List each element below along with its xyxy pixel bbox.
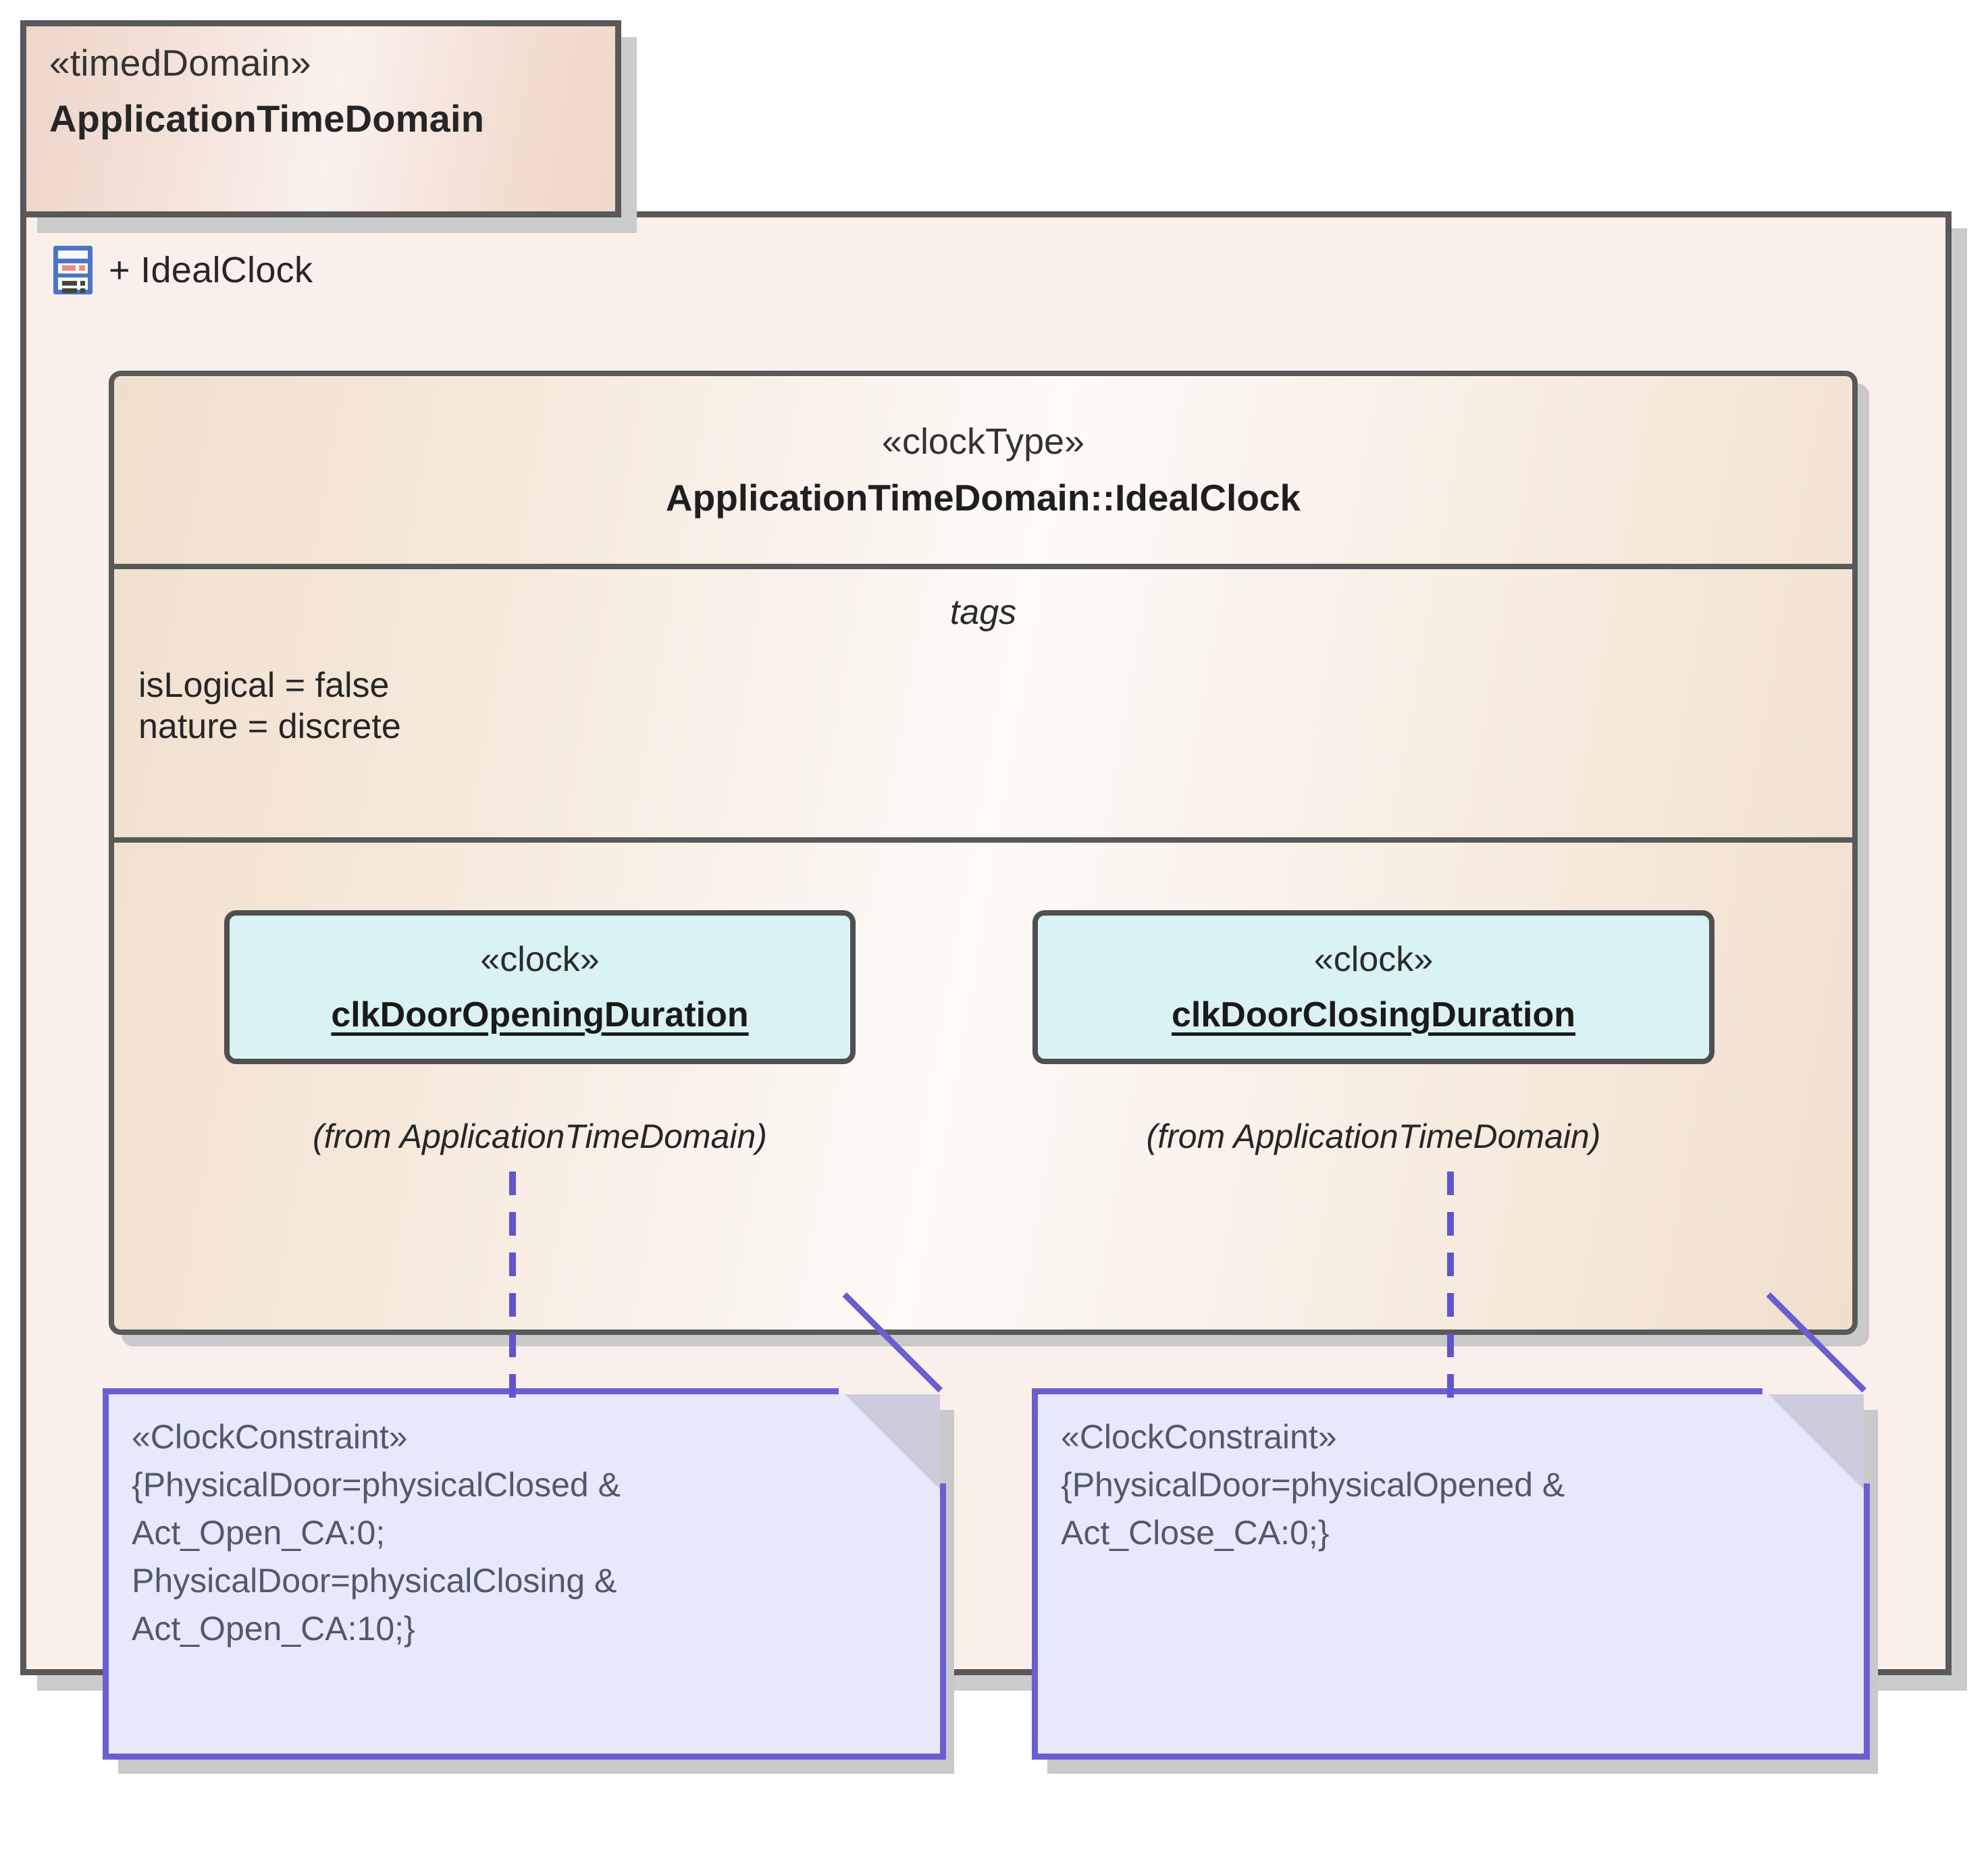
package-member-label: + IdealClock (109, 250, 313, 290)
note-text: «ClockConstraint» {PhysicalDoor=physical… (1061, 1413, 1841, 1557)
clocktype-tags-compartment: tags isLogical = false nature = discrete (114, 569, 1852, 843)
tags-caption: tags (949, 593, 1017, 632)
package-tab-inner: «timedDomain» ApplicationTimeDomain (26, 42, 615, 140)
clock-box-opening[interactable]: «clock» clkDoorOpeningDuration (224, 910, 856, 1064)
constraint-link-left (509, 1172, 516, 1400)
clock-constraint-note-right[interactable]: «ClockConstraint» {PhysicalDoor=physical… (1032, 1292, 1870, 1760)
clocktype-clocks-compartment: «clock» clkDoorOpeningDuration (from App… (114, 843, 1852, 1330)
note-line: Act_Open_CA:10;} (132, 1610, 415, 1648)
package-title: ApplicationTimeDomain (49, 97, 485, 140)
package-member-row[interactable]: + IdealClock (53, 246, 313, 294)
clock-box-closing[interactable]: «clock» clkDoorClosingDuration (1032, 910, 1715, 1064)
tag-item: nature = discrete (138, 706, 401, 746)
package-stereotype: «timedDomain» (49, 42, 311, 84)
clock-name: clkDoorClosingDuration (1171, 995, 1576, 1034)
icon-dash-2 (62, 288, 77, 293)
icon-dot-2 (80, 288, 85, 293)
clock-stereotype: «clock» (480, 940, 600, 979)
note-fold-triangle (1769, 1394, 1864, 1490)
package-tab[interactable]: «timedDomain» ApplicationTimeDomain (20, 20, 621, 217)
note-top-edge (1032, 1388, 1762, 1394)
note-top-edge (103, 1388, 839, 1394)
note-line: Act_Close_CA:0;} (1061, 1514, 1330, 1552)
clock-from-label: (from ApplicationTimeDomain) (313, 1117, 767, 1155)
icon-bar-mid (58, 273, 88, 278)
clock-stereotype: «clock» (1313, 940, 1434, 979)
note-fold-triangle (845, 1394, 940, 1490)
clock-constraint-note-left[interactable]: «ClockConstraint» {PhysicalDoor=physical… (103, 1292, 946, 1760)
note-line: {PhysicalDoor=physicalOpened & (1061, 1466, 1565, 1504)
tags-list: isLogical = false nature = discrete (138, 665, 401, 747)
clocktype-classifier[interactable]: «clockType» ApplicationTimeDomain::Ideal… (109, 371, 1858, 1335)
note-stereotype: «ClockConstraint» (132, 1418, 408, 1456)
note-right-edge (1864, 1483, 1870, 1760)
tag-item: isLogical = false (138, 666, 390, 705)
clock-from-label: (from ApplicationTimeDomain) (1146, 1117, 1601, 1155)
clocktype-header: «clockType» ApplicationTimeDomain::Ideal… (114, 376, 1852, 569)
note-text: «ClockConstraint» {PhysicalDoor=physical… (132, 1413, 917, 1653)
note-line: {PhysicalDoor=physicalClosed & (132, 1466, 621, 1504)
icon-red-block-a (62, 265, 76, 271)
icon-dot-1 (80, 281, 85, 286)
clock-resource-icon (53, 246, 93, 294)
note-line: Act_Open_CA:0; (132, 1514, 386, 1552)
note-line: PhysicalDoor=physicalClosing & (132, 1562, 617, 1600)
clocktype-stereotype: «clockType» (881, 421, 1085, 462)
icon-bar-top (58, 259, 88, 263)
icon-red-block-b (79, 265, 85, 271)
clock-name: clkDoorOpeningDuration (331, 995, 749, 1034)
clocktype-name: ApplicationTimeDomain::IdealClock (665, 477, 1301, 519)
icon-dash-1 (62, 281, 77, 286)
note-stereotype: «ClockConstraint» (1061, 1418, 1337, 1456)
constraint-link-right (1447, 1172, 1454, 1400)
note-right-edge (940, 1483, 946, 1760)
